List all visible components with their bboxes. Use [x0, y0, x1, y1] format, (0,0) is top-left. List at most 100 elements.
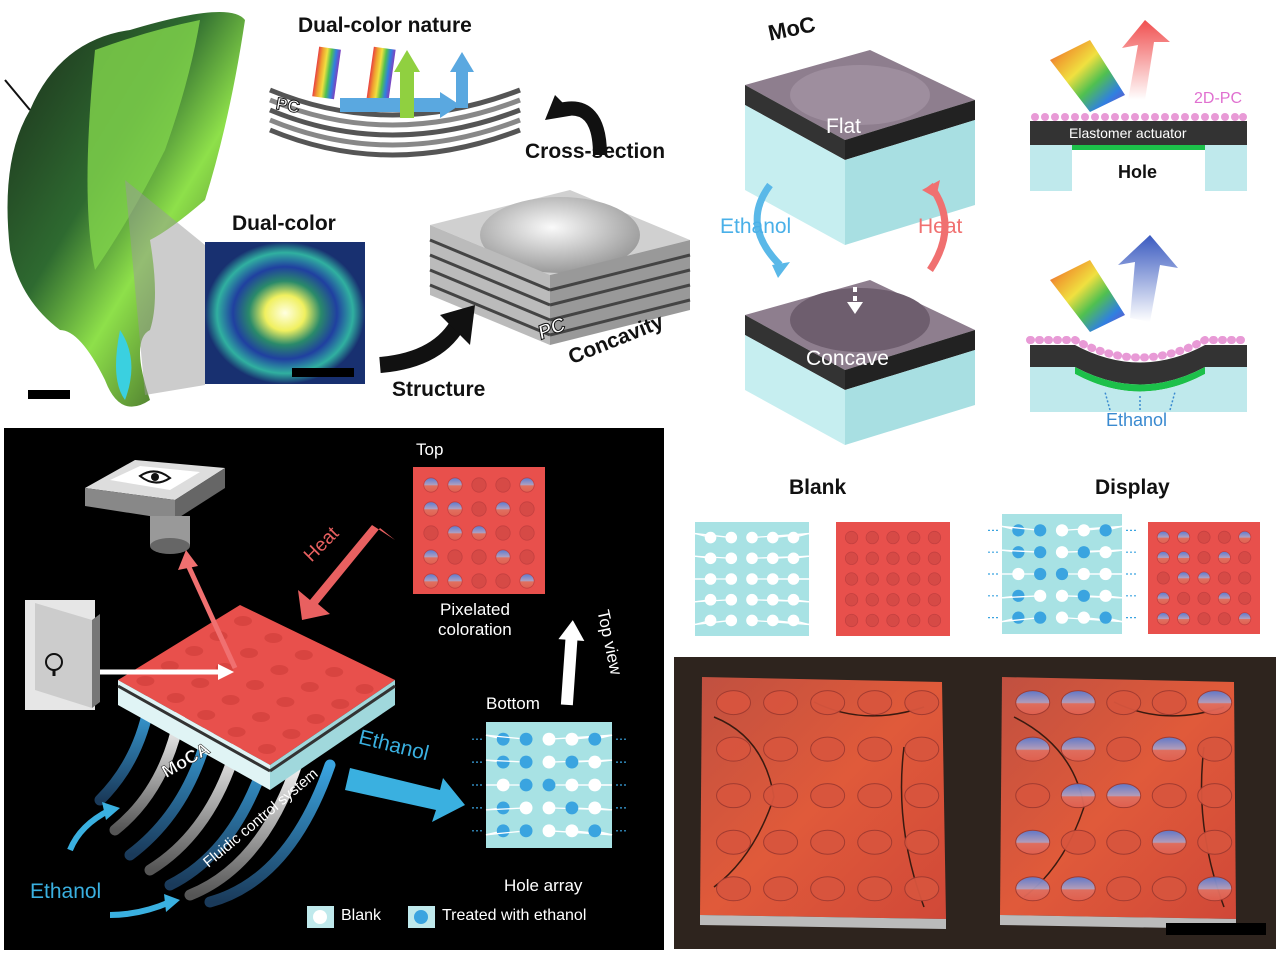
hole-dot [1034, 612, 1046, 624]
blank-red-grid [836, 522, 950, 636]
pixel-dot [928, 552, 940, 564]
photo-pixel [811, 737, 845, 761]
photo-pixel [1198, 877, 1232, 901]
hole-dot [767, 615, 779, 627]
pixel-dot [908, 594, 920, 606]
pixel-dot [1178, 572, 1190, 584]
photo-pixel [1152, 784, 1186, 808]
pixel-dot [1239, 572, 1251, 584]
photo-pixel [1198, 784, 1232, 808]
hole-dot [1012, 612, 1024, 624]
photo-pixel [858, 691, 892, 715]
pixel-dot [1178, 592, 1190, 604]
dual-color-nature-title: Dual-color nature [298, 14, 472, 38]
pixel-dot [866, 573, 878, 585]
pixel-dot [1157, 592, 1169, 604]
hole-dot [1034, 546, 1046, 558]
hole-dot [705, 615, 717, 627]
photo-pixel [1107, 784, 1141, 808]
two-d-pc-label: 2D-PC [1194, 90, 1242, 108]
pixel-dot [845, 531, 857, 543]
dual-color-label: Dual-color [232, 212, 336, 236]
blank-fluidic-grid [695, 522, 809, 636]
pixel-dot [1218, 592, 1230, 604]
pixel-dot [845, 573, 857, 585]
photo-pixel [1152, 877, 1186, 901]
hole-dot [788, 615, 800, 627]
pixel-dot [928, 594, 940, 606]
hole-dot [1078, 612, 1090, 624]
panel-c-dark-background [4, 428, 664, 950]
pixel-dot [1218, 552, 1230, 564]
photo-pixel [811, 877, 845, 901]
photo-pixel [1107, 737, 1141, 761]
photo-pixel [717, 877, 751, 901]
hole-dot [1056, 524, 1068, 536]
hole-dot [705, 552, 717, 564]
hole-dot [1012, 524, 1024, 536]
hole-dot [1100, 568, 1112, 580]
pixel-dot [928, 573, 940, 585]
pixel-dot [887, 552, 899, 564]
scale-bar [28, 390, 70, 399]
photo-pixel [1061, 784, 1095, 808]
photo-pixel [1061, 877, 1095, 901]
hole-dot [725, 615, 737, 627]
pixel-dot [1157, 531, 1169, 543]
pixel-dot [1198, 531, 1210, 543]
photo-pixel [764, 830, 798, 854]
photo-pixel [1198, 691, 1232, 715]
photo-pixel [1152, 737, 1186, 761]
pixel-dot [908, 614, 920, 626]
blank-header: Blank [789, 476, 846, 500]
hole-dot [1056, 612, 1068, 624]
hole-dot [788, 552, 800, 564]
hole-dot [788, 594, 800, 606]
hole-dot [725, 573, 737, 585]
photo-pixel [764, 737, 798, 761]
photo-pixel [1198, 737, 1232, 761]
hole-dot [1034, 524, 1046, 536]
pixel-dot [887, 573, 899, 585]
pixel-dot [1157, 552, 1169, 564]
pixel-dot [1178, 613, 1190, 625]
hole-dot [788, 532, 800, 544]
photo-pixel [905, 737, 939, 761]
hole-dot [746, 552, 758, 564]
photo-pixel [905, 877, 939, 901]
pixel-dot [928, 531, 940, 543]
photo-pixel [717, 737, 751, 761]
photo-pixel [717, 784, 751, 808]
photo-pixel [717, 691, 751, 715]
pixel-dot [1178, 531, 1190, 543]
pixelated-label: Pixelated [440, 600, 510, 620]
pixel-dot [1157, 613, 1169, 625]
hole-dot [1100, 612, 1112, 624]
coloration-label: coloration [438, 620, 512, 640]
light-rays [312, 47, 474, 118]
hole-dot [1100, 590, 1112, 602]
pixel-dot [908, 531, 920, 543]
display-red-grid [1148, 522, 1260, 634]
legend-blank-label: Blank [341, 907, 381, 925]
pc-label: PC [274, 94, 301, 118]
pixel-dot [1198, 552, 1210, 564]
ethanol-inlet-label: Ethanol [30, 880, 101, 904]
ethanol-cycle-label: Ethanol [720, 215, 791, 239]
photo-pixel [717, 830, 751, 854]
photo-pixel [858, 877, 892, 901]
pixel-dot [1239, 531, 1251, 543]
hole-label: Hole [1118, 162, 1157, 183]
pixel-dot [1218, 572, 1230, 584]
hole-dot [1012, 546, 1024, 558]
photo-pixel [1152, 830, 1186, 854]
hole-dot [746, 532, 758, 544]
photo-pixel [858, 830, 892, 854]
photo-pixel [858, 784, 892, 808]
photo-pixel [1107, 877, 1141, 901]
flat-label: Flat [826, 115, 861, 139]
hole-dot [1012, 590, 1024, 602]
hole-dot [767, 594, 779, 606]
hole-array-label: Hole array [504, 876, 582, 896]
pixel-dot [928, 614, 940, 626]
